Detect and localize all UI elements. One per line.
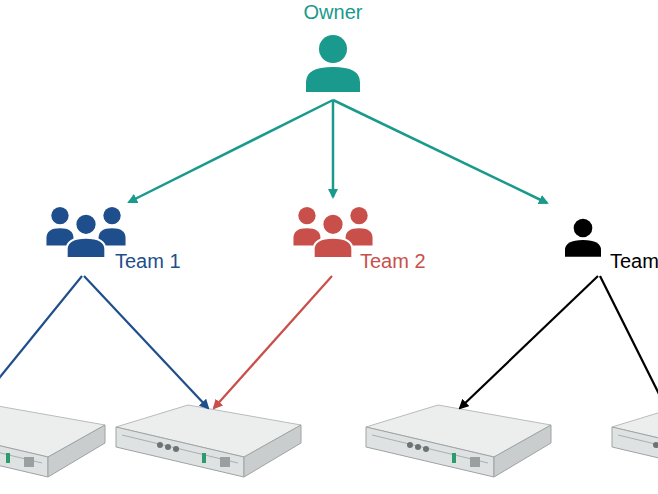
person-icon: [563, 218, 603, 258]
node-label: Owner: [295, 0, 371, 24]
ownership-arrow: [332, 100, 335, 197]
server-device: [612, 405, 658, 477]
node-label: Team: [610, 249, 658, 273]
access-line: [84, 276, 208, 408]
server-device: [0, 405, 105, 477]
node-label: Team 1: [115, 249, 181, 273]
person-icon: [303, 34, 363, 94]
group-icon: [45, 205, 127, 259]
node-label: Team 2: [360, 249, 426, 273]
access-line: [460, 276, 598, 408]
server-device: [116, 405, 301, 477]
access-line: [600, 276, 658, 400]
ownership-arrow: [333, 100, 547, 203]
server-device: [366, 405, 551, 477]
person-node: Owner: [295, 0, 371, 96]
access-line: [0, 276, 82, 382]
person-node: Team 1: [45, 205, 180, 275]
ownership-arrow: [129, 100, 333, 202]
person-node: Team: [563, 218, 658, 274]
person-node: Team 2: [292, 205, 427, 275]
access-line: [214, 276, 332, 408]
